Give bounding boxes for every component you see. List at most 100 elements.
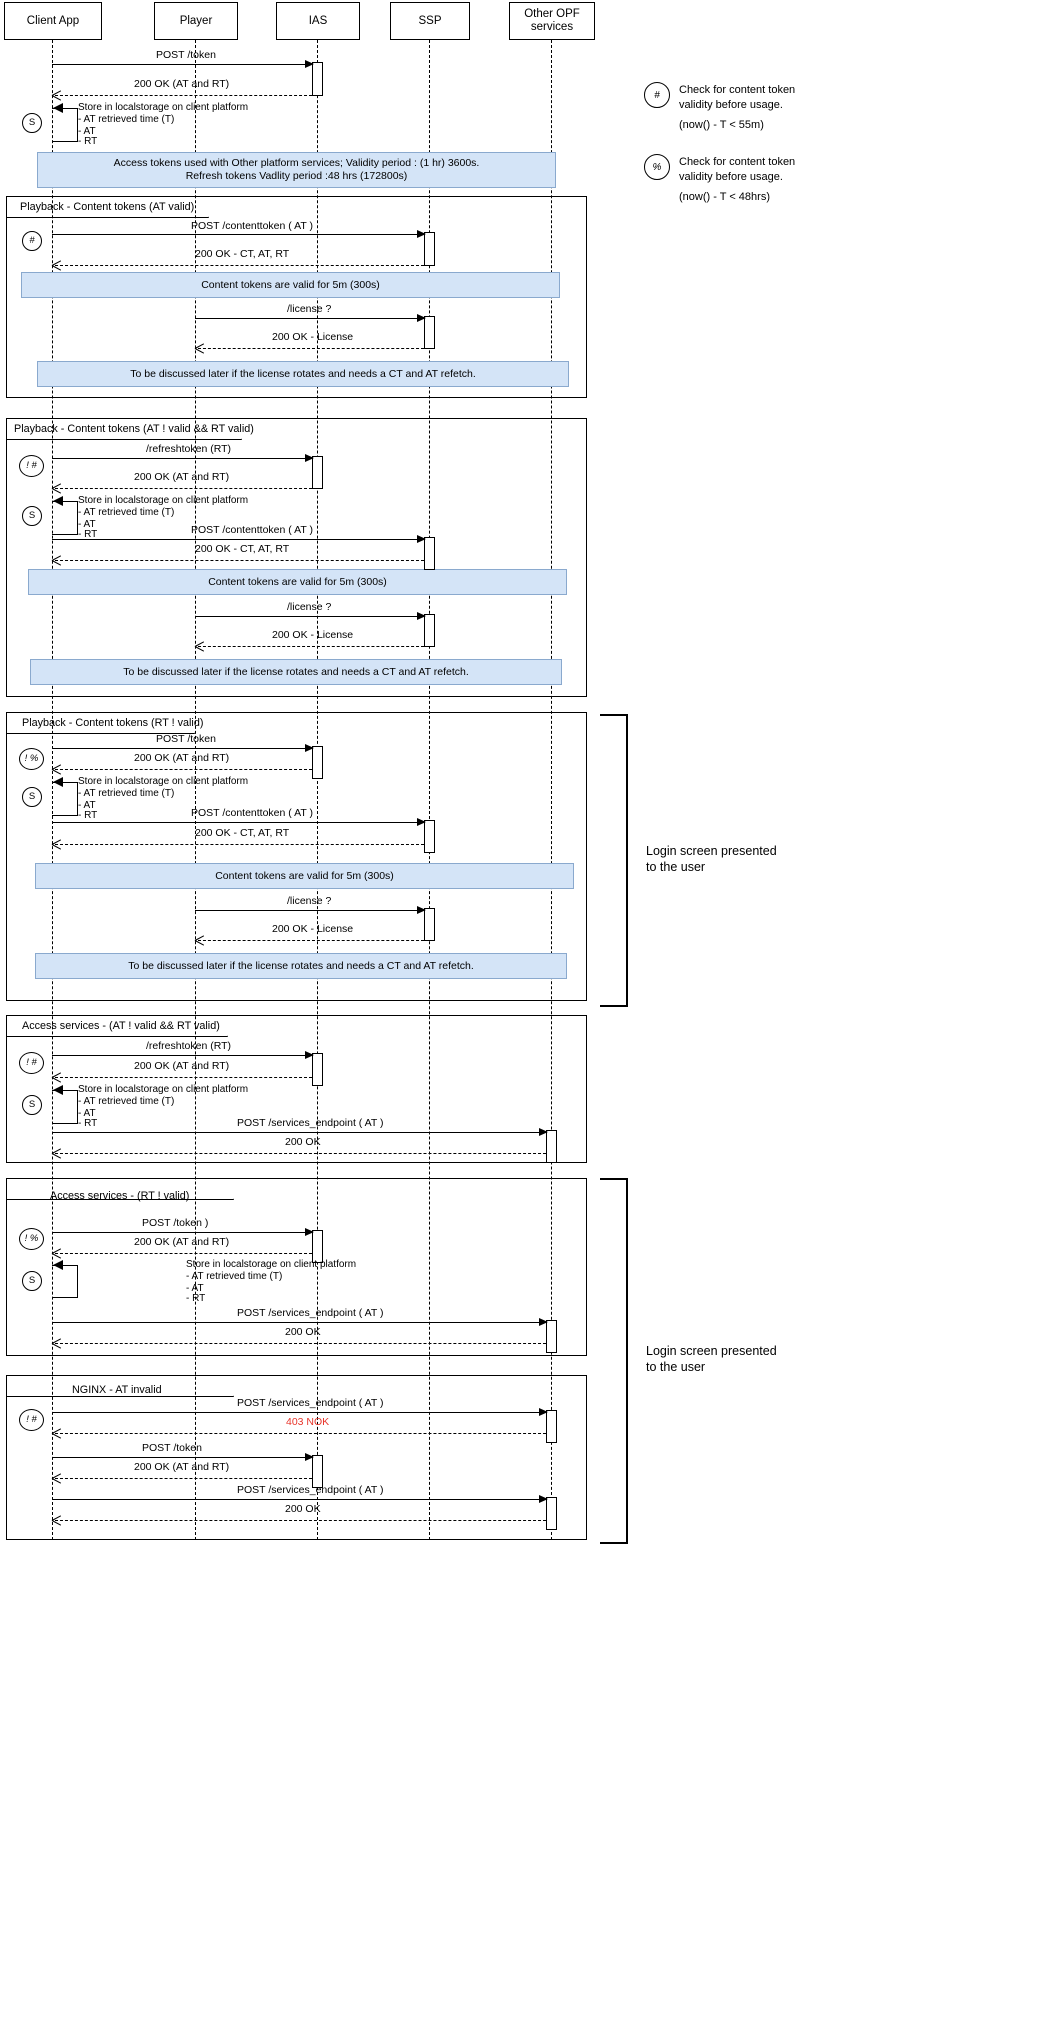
marker-hash-symbol-1: #: [29, 235, 35, 246]
selfmsg-title-4: Store in localstorage on client platform: [78, 1084, 249, 1095]
msg-label-ok-at-rt-6: 200 OK (AT and RT): [134, 1461, 230, 1473]
activation-ias-3: [312, 746, 323, 779]
lifeline-head-player[interactable]: Player: [154, 2, 238, 40]
lifeline-label-ssp: SSP: [418, 14, 442, 27]
selfmsg-line1-4: - AT retrieved time (T): [78, 1096, 175, 1107]
arrowhead-license-req-3: [417, 905, 426, 914]
arrowhead-ok-200-4: [52, 1149, 61, 1158]
lifeline-head-ssp[interactable]: SSP: [390, 2, 470, 40]
msg-label-license-req-1: /license ?: [287, 303, 332, 315]
arrowhead-ok-at-rt-6: [52, 1474, 61, 1483]
msg-label-ok-at-rt-4: 200 OK (AT and RT): [134, 1060, 230, 1072]
arrowhead-ok-ct-at-rt-2: [52, 556, 61, 565]
arrowhead-post-token-6: [305, 1452, 314, 1461]
msg-label-post-token-3: POST /token: [156, 733, 216, 745]
marker-store-symbol-2: S: [28, 510, 36, 521]
selfmsg-line1-0: - AT retrieved time (T): [78, 114, 175, 125]
msg-label-ok-at-rt-3: 200 OK (AT and RT): [134, 752, 230, 764]
msg-post-token-3: [52, 748, 310, 749]
lifeline-head-other-opf-services[interactable]: Other OPF services: [509, 2, 595, 40]
marker-store-4: S: [22, 1095, 42, 1115]
lifeline-line-ias: [317, 40, 318, 1540]
frame-tab-label-playback-at-valid: Playback - Content tokens (AT valid): [20, 201, 195, 213]
msg-label-post-services-6a: POST /services_endpoint ( AT ): [237, 1397, 384, 1409]
selfmsg-line3-4: - RT: [78, 1118, 98, 1129]
lifeline-label-ias: IAS: [308, 14, 328, 27]
msg-label-ok-license-1: 200 OK - License: [272, 331, 354, 343]
arrowhead-license-req-1: [417, 313, 426, 322]
lifeline-line-client-app: [52, 40, 53, 1540]
legend-hash-symbol: #: [654, 89, 660, 101]
msg-label-403-nok: 403 NOK: [286, 1416, 330, 1428]
msg-post-services-6b: [52, 1499, 544, 1500]
note-license-later-2: To be discussed later if the license rot…: [30, 659, 562, 685]
msg-label-license-req-2: /license ?: [287, 601, 332, 613]
msg-label-post-contenttoken-3: POST /contenttoken ( AT ): [191, 807, 313, 819]
arrowhead-refreshtoken-4: [305, 1050, 314, 1059]
marker-not-hash-symbol-6: ! #: [26, 1414, 37, 1425]
selfmsg-title-5: Store in localstorage on client platform: [186, 1259, 357, 1270]
msg-ok-200-6: [55, 1520, 546, 1521]
activation-ssp-3: [424, 820, 435, 853]
selfmsg-line3-0: - RT: [78, 136, 98, 147]
note-content-valid-text-1: Content tokens are valid for 5m (300s): [201, 278, 380, 291]
marker-not-hash-2: ! #: [19, 455, 44, 477]
msg-ok-at-rt-0: [55, 95, 312, 96]
msg-post-contenttoken-1: [52, 234, 422, 235]
arrowhead-ok-200-6: [52, 1516, 61, 1525]
lifeline-head-client-app[interactable]: Client App: [4, 2, 102, 40]
legend-percent-text: Check for content token validity before …: [679, 156, 796, 183]
lifeline-label-other-opf-services: Other OPF services: [524, 8, 580, 33]
activation-ssp-1: [424, 232, 435, 266]
note-license-later-text-1: To be discussed later if the license rot…: [130, 367, 476, 380]
marker-store-symbol-0: S: [28, 117, 36, 128]
msg-label-post-services-6b: POST /services_endpoint ( AT ): [237, 1484, 384, 1496]
marker-not-hash-4: ! #: [19, 1052, 44, 1074]
activation-ias-2: [312, 456, 323, 489]
note-content-valid-text-2: Content tokens are valid for 5m (300s): [208, 575, 387, 588]
activation-opf-6a: [546, 1410, 557, 1443]
lifeline-head-ias[interactable]: IAS: [276, 2, 360, 40]
activation-opf-4: [546, 1130, 557, 1163]
activation-ssp-2: [424, 537, 435, 570]
bracket-login-2-label: Login screen presented to the user: [646, 1344, 777, 1374]
activation-opf-6b: [546, 1497, 557, 1530]
msg-label-ok-license-3: 200 OK - License: [272, 923, 354, 935]
arrowhead-post-services-6b: [539, 1494, 548, 1503]
msg-label-post-services-4: POST /services_endpoint ( AT ): [237, 1117, 384, 1129]
activation-ssp-license-3: [424, 908, 435, 941]
arrowhead-store-2: [53, 496, 63, 506]
marker-not-percent-symbol-5: ! %: [24, 1233, 39, 1244]
arrowhead-post-token-3: [305, 743, 314, 752]
frame-access-rt-invalid: [6, 1178, 587, 1356]
msg-ok-license-3: [198, 940, 424, 941]
msg-label-ok-ct-at-rt-2: 200 OK - CT, AT, RT: [195, 543, 290, 555]
marker-not-percent-5: ! %: [19, 1228, 44, 1250]
arrowhead-post-contenttoken-2: [417, 534, 426, 543]
msg-post-token-5: [52, 1232, 310, 1233]
selfmsg-store-3: [52, 782, 78, 816]
arrowhead-ok-at-rt-5: [52, 1249, 61, 1258]
arrowhead-store-0: [53, 103, 63, 113]
arrowhead-ok-license-1: [195, 344, 204, 353]
arrowhead-license-req-2: [417, 611, 426, 620]
note-content-valid-3: Content tokens are valid for 5m (300s): [35, 863, 574, 889]
frame-playback-at-invalid: [6, 418, 587, 697]
selfmsg-store-5: [52, 1265, 78, 1298]
msg-label-post-services-5: POST /services_endpoint ( AT ): [237, 1307, 384, 1319]
msg-label-license-req-3: /license ?: [287, 895, 332, 907]
selfmsg-store-4: [52, 1090, 78, 1124]
marker-store-symbol-3: S: [28, 791, 36, 802]
marker-store-5: S: [22, 1271, 42, 1291]
msg-ok-200-4: [55, 1153, 546, 1154]
msg-label-post-contenttoken-2: POST /contenttoken ( AT ): [191, 524, 313, 536]
arrowhead-ok-license-2: [195, 642, 204, 651]
note-content-valid-text-3: Content tokens are valid for 5m (300s): [215, 869, 394, 882]
marker-not-hash-symbol-4: ! #: [26, 1057, 37, 1068]
msg-label-ok-200-4: 200 OK: [285, 1136, 321, 1148]
selfmsg-title-3: Store in localstorage on client platform: [78, 776, 249, 787]
legend-percent-condition: (now() - T < 48hrs): [679, 191, 770, 203]
frame-tab-label-access-at-invalid: Access services - (AT ! valid && RT vali…: [22, 1020, 220, 1032]
legend-hash-icon: #: [644, 82, 670, 108]
arrowhead-ok-at-rt-3: [52, 765, 61, 774]
